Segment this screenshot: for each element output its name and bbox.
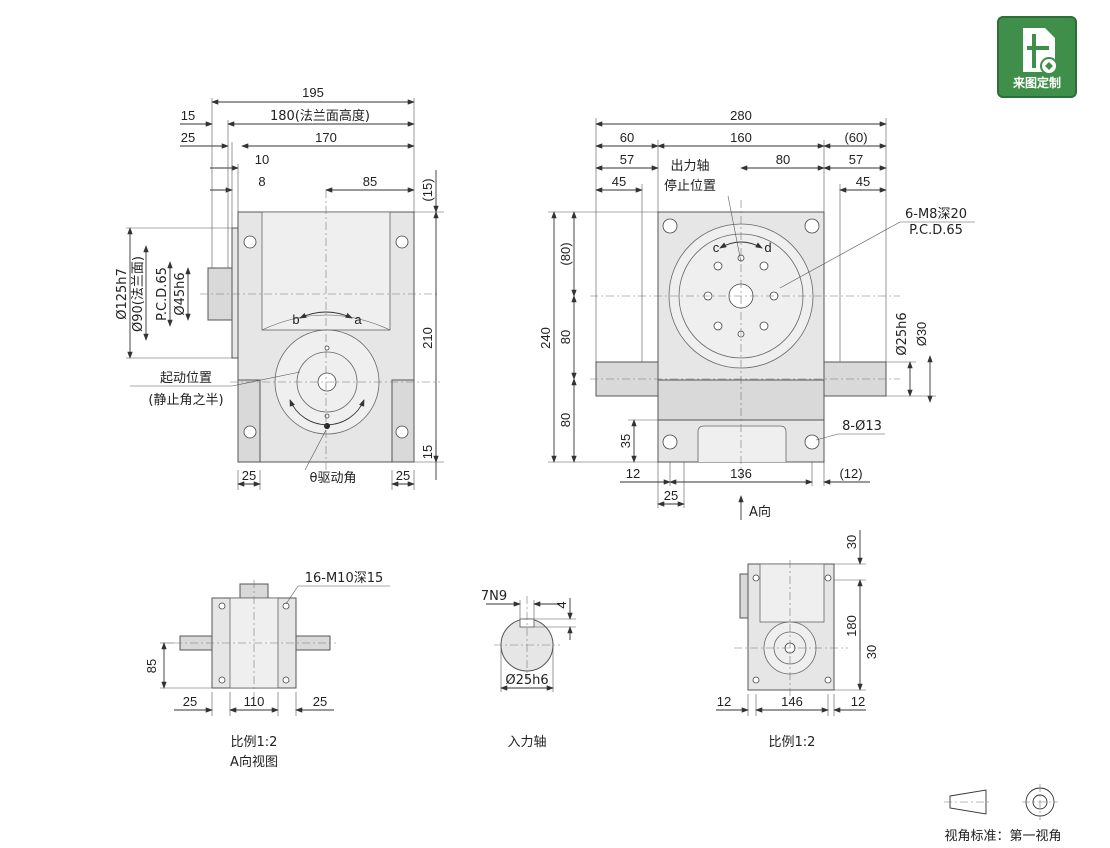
dia-90-flange: Ø90(法兰面)	[131, 256, 146, 332]
bottom-view: 16-M10深15 85 25 110 25 比例1:2 A向视图	[144, 571, 390, 770]
rot-d: d	[764, 240, 771, 255]
projection-label: 视角标准：第一视角	[944, 829, 1061, 844]
dim-8: 8	[258, 174, 265, 189]
a-view-caption: A向视图	[230, 754, 278, 770]
dim-30-top: 30	[844, 535, 859, 549]
dim-12-sr: 12	[851, 694, 865, 709]
dim-25-br: 25	[313, 694, 327, 709]
start-position-sub: (静止角之半)	[148, 393, 223, 408]
dim-240: 240	[538, 327, 553, 349]
tap-m10-label: 16-M10深15	[305, 571, 384, 586]
dim-12-sl: 12	[717, 694, 731, 709]
dim-12-left: 12	[626, 466, 640, 481]
rot-b: b	[292, 312, 299, 327]
theta-drive-angle: θ驱动角	[310, 471, 357, 486]
dim-80-paren: (80)	[558, 242, 573, 265]
small-side-view: 30 180 30 12 146 12 比例1:2	[716, 530, 879, 750]
scale-caption-small: 比例1:2	[769, 735, 816, 750]
tap-pcd-label: P.C.D.65	[909, 223, 963, 238]
dim-60: 60	[620, 130, 634, 145]
tap-m8-label: 6-M8深20	[905, 207, 967, 222]
dim-25-left: 25	[242, 468, 256, 483]
dim-15: 15	[181, 108, 195, 123]
dim-45-left: 45	[612, 174, 626, 189]
dim-60-paren: (60)	[844, 130, 867, 145]
dim-85: 85	[363, 174, 377, 189]
dia-45: Ø45h6	[173, 272, 188, 315]
holes-8-label: 8-Ø13	[842, 419, 882, 434]
custom-drawing-badge[interactable]: 来图定制	[997, 16, 1077, 98]
projection-symbol: 视角标准：第一视角	[944, 784, 1062, 844]
dim-80-mid: 80	[558, 330, 573, 344]
badge-label: 来图定制	[1012, 76, 1061, 90]
scale-caption-a: 比例1:2	[231, 735, 278, 750]
key-7n9: 7N9	[481, 589, 507, 604]
rot-a: a	[354, 312, 362, 327]
dim-180-small: 180	[844, 615, 859, 637]
side-view: 195 180(法兰面高度) 15 170 25 10 8 85 (15) 21…	[115, 85, 444, 490]
a-view-arrow-label: A向	[749, 504, 771, 520]
shaft-dia-25: Ø25h6	[505, 673, 548, 688]
dim-15-paren: (15)	[420, 178, 435, 201]
input-shaft-view: 7N9 4 Ø25h6 入力轴	[481, 589, 576, 750]
dia-25-out: Ø25h6	[895, 312, 910, 355]
input-shaft-caption: 入力轴	[507, 735, 546, 750]
front-view: 280 60 160 (60) 57 80 57 45 45 240 (80) …	[538, 108, 975, 520]
dim-10: 10	[255, 152, 269, 167]
dim-136: 136	[730, 466, 752, 481]
dim-80-top: 80	[776, 152, 790, 167]
dim-30-mid: 30	[864, 645, 879, 659]
dim-12-paren: (12)	[839, 466, 862, 481]
output-shaft-label: 出力轴	[670, 159, 709, 174]
dim-180-flange: 180(法兰面高度)	[270, 108, 370, 124]
dim-195: 195	[302, 85, 324, 100]
key-depth-4: 4	[554, 601, 569, 608]
dim-25: 25	[181, 130, 195, 145]
dim-85-bottom: 85	[144, 659, 159, 673]
dim-25-front: 25	[664, 488, 678, 503]
dia-125: Ø125h7	[115, 268, 130, 320]
dim-25-bl: 25	[183, 694, 197, 709]
dia-30: Ø30	[914, 322, 929, 347]
dim-160: 160	[730, 130, 752, 145]
dim-25-right: 25	[396, 468, 410, 483]
stop-position-label: 停止位置	[664, 178, 716, 194]
dim-146: 146	[781, 694, 803, 709]
dim-35: 35	[618, 434, 633, 448]
dim-57-left: 57	[620, 152, 634, 167]
dim-170: 170	[315, 130, 337, 145]
dim-80-low: 80	[558, 413, 573, 427]
rot-c: c	[713, 240, 720, 255]
frustum-icon	[949, 789, 987, 815]
dim-110: 110	[244, 694, 265, 709]
dim-45-right: 45	[856, 174, 870, 189]
start-position-label: 起动位置	[160, 371, 212, 386]
drawing-tool-icon	[1023, 28, 1058, 75]
dim-280: 280	[730, 108, 752, 123]
dim-57-right: 57	[849, 152, 863, 167]
pcd-65: P.C.D.65	[155, 267, 170, 321]
dim-210: 210	[420, 327, 435, 349]
dim-15-bottom: 15	[420, 445, 435, 459]
